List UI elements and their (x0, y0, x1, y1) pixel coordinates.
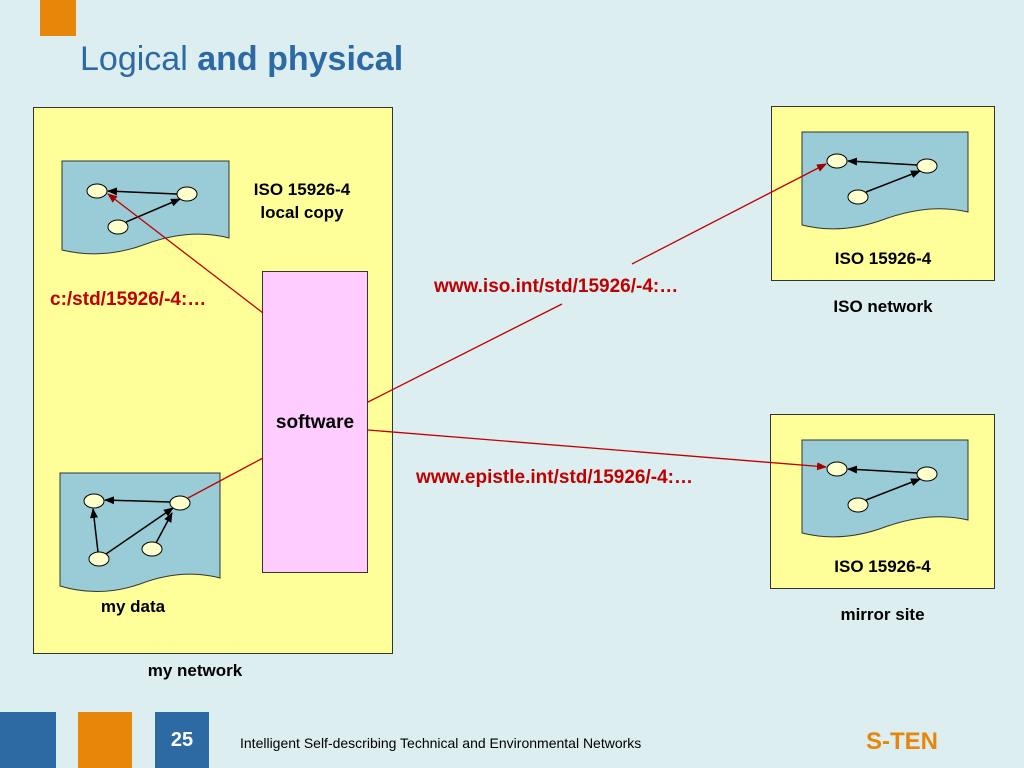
mirror-site-document-icon (801, 439, 969, 538)
iso-network-label: ISO network (833, 297, 933, 316)
software-label: software (275, 412, 355, 433)
arrow-line (865, 170, 921, 193)
my-network-label: my network (147, 661, 243, 680)
iso-network-doc-label: ISO 15926-4 (834, 249, 932, 268)
node-ellipse (141, 541, 163, 557)
arrow-line (155, 512, 173, 544)
arrow-line (107, 187, 178, 196)
arrow-line (865, 478, 921, 501)
node-ellipse (826, 461, 848, 477)
node-ellipse (176, 186, 198, 202)
iso-network-document-icon (801, 131, 969, 230)
brand-logo-text: S-TEN (866, 728, 938, 755)
node-ellipse (107, 219, 129, 235)
node-ellipse (86, 183, 108, 199)
footer-text: Intelligent Self-describing Technical an… (240, 735, 642, 751)
iso-link-line-upper (631, 163, 827, 265)
my-data-label: my data (100, 597, 166, 616)
node-ellipse (916, 158, 938, 174)
node-ellipse (916, 466, 938, 482)
arrow-line (90, 508, 99, 553)
node-ellipse (847, 189, 869, 205)
iso-url-label: www.iso.int/std/15926/-4:… (434, 276, 679, 297)
node-ellipse (847, 497, 869, 513)
arrow-line (105, 507, 174, 555)
node-ellipse (826, 153, 848, 169)
arrow-line (104, 496, 171, 505)
node-ellipse (88, 551, 110, 567)
local-path-label: c:/std/15926/-4:… (50, 289, 207, 310)
my-data-link-line (187, 457, 264, 499)
local-copy-label-line1: ISO 15926-4 (253, 180, 351, 199)
local-copy-label-line2: local copy (260, 203, 344, 222)
node-ellipse (83, 493, 105, 509)
arrow-line (125, 198, 181, 223)
mirror-link-line (367, 429, 827, 471)
title-bold: and physical (197, 40, 404, 78)
software-box: software (262, 271, 368, 573)
mirror-site-doc-label: ISO 15926-4 (834, 557, 931, 576)
iso-link-line (367, 303, 563, 403)
footer-orange-square (78, 712, 132, 768)
slide-title: Logical and physical (80, 40, 403, 79)
page-number: 25 (155, 712, 209, 768)
arrow-line (847, 157, 918, 166)
title-normal: Logical (80, 40, 188, 78)
mirror-site-label: mirror site (840, 605, 925, 624)
arrow-line (847, 465, 918, 474)
node-ellipse (169, 495, 191, 511)
footer-blue-square-left (0, 712, 56, 768)
my-data-document-icon (59, 472, 221, 592)
mirror-url-label: www.epistle.int/std/15926/-4:… (416, 467, 693, 488)
local-copy-document-icon (61, 160, 230, 255)
local-copy-link-line (107, 193, 264, 314)
top-orange-square (40, 0, 76, 36)
